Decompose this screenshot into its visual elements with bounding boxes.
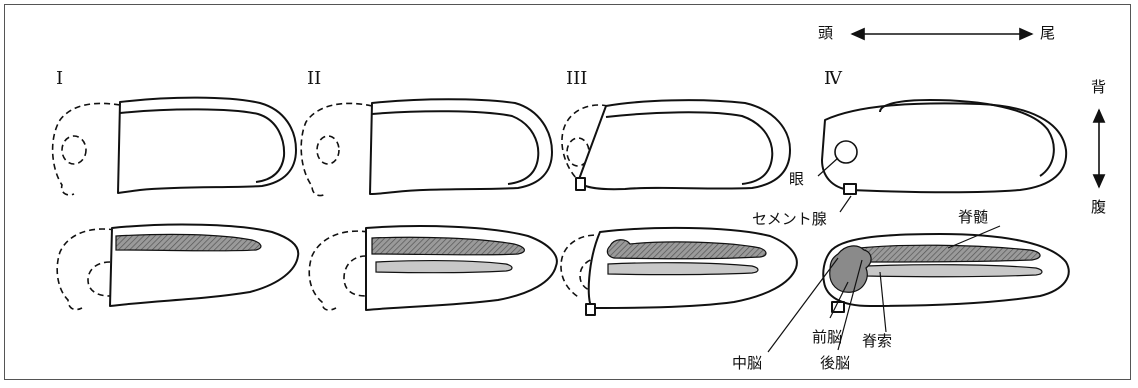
ventral-label: 腹 — [1091, 200, 1106, 215]
stage-2-top-embryo — [301, 99, 552, 195]
stage-1-bottom-embryo — [57, 225, 298, 310]
stage-3-top-embryo — [562, 100, 790, 190]
eye-label: 眼 — [789, 172, 804, 187]
cement-gland-label: セメント腺 — [752, 212, 827, 227]
stage-1-label: I — [56, 70, 63, 88]
forebrain-label: 前脳 — [812, 330, 842, 345]
stage-3-label: III — [566, 70, 587, 88]
stage-3-bottom-embryo — [561, 228, 797, 315]
hindbrain-label: 後脳 — [820, 356, 850, 371]
stage-2-label: II — [307, 70, 321, 88]
cement-gland-mark — [844, 184, 856, 194]
head-label: 頭 — [818, 26, 833, 41]
midbrain-label: 中脳 — [732, 356, 762, 371]
notochord-label: 脊索 — [862, 334, 892, 349]
stage-2-bottom-embryo — [309, 226, 557, 310]
stage-4-label: Ⅳ — [824, 70, 842, 88]
notochord-shape — [866, 265, 1042, 277]
stage-4-top-embryo — [818, 100, 1066, 212]
spinal-cord-label: 脊髄 — [958, 210, 988, 225]
dorsal-label: 背 — [1091, 80, 1106, 95]
eye-circle — [835, 141, 857, 163]
tail-label: 尾 — [1040, 26, 1055, 41]
stage-1-top-embryo — [53, 98, 296, 195]
